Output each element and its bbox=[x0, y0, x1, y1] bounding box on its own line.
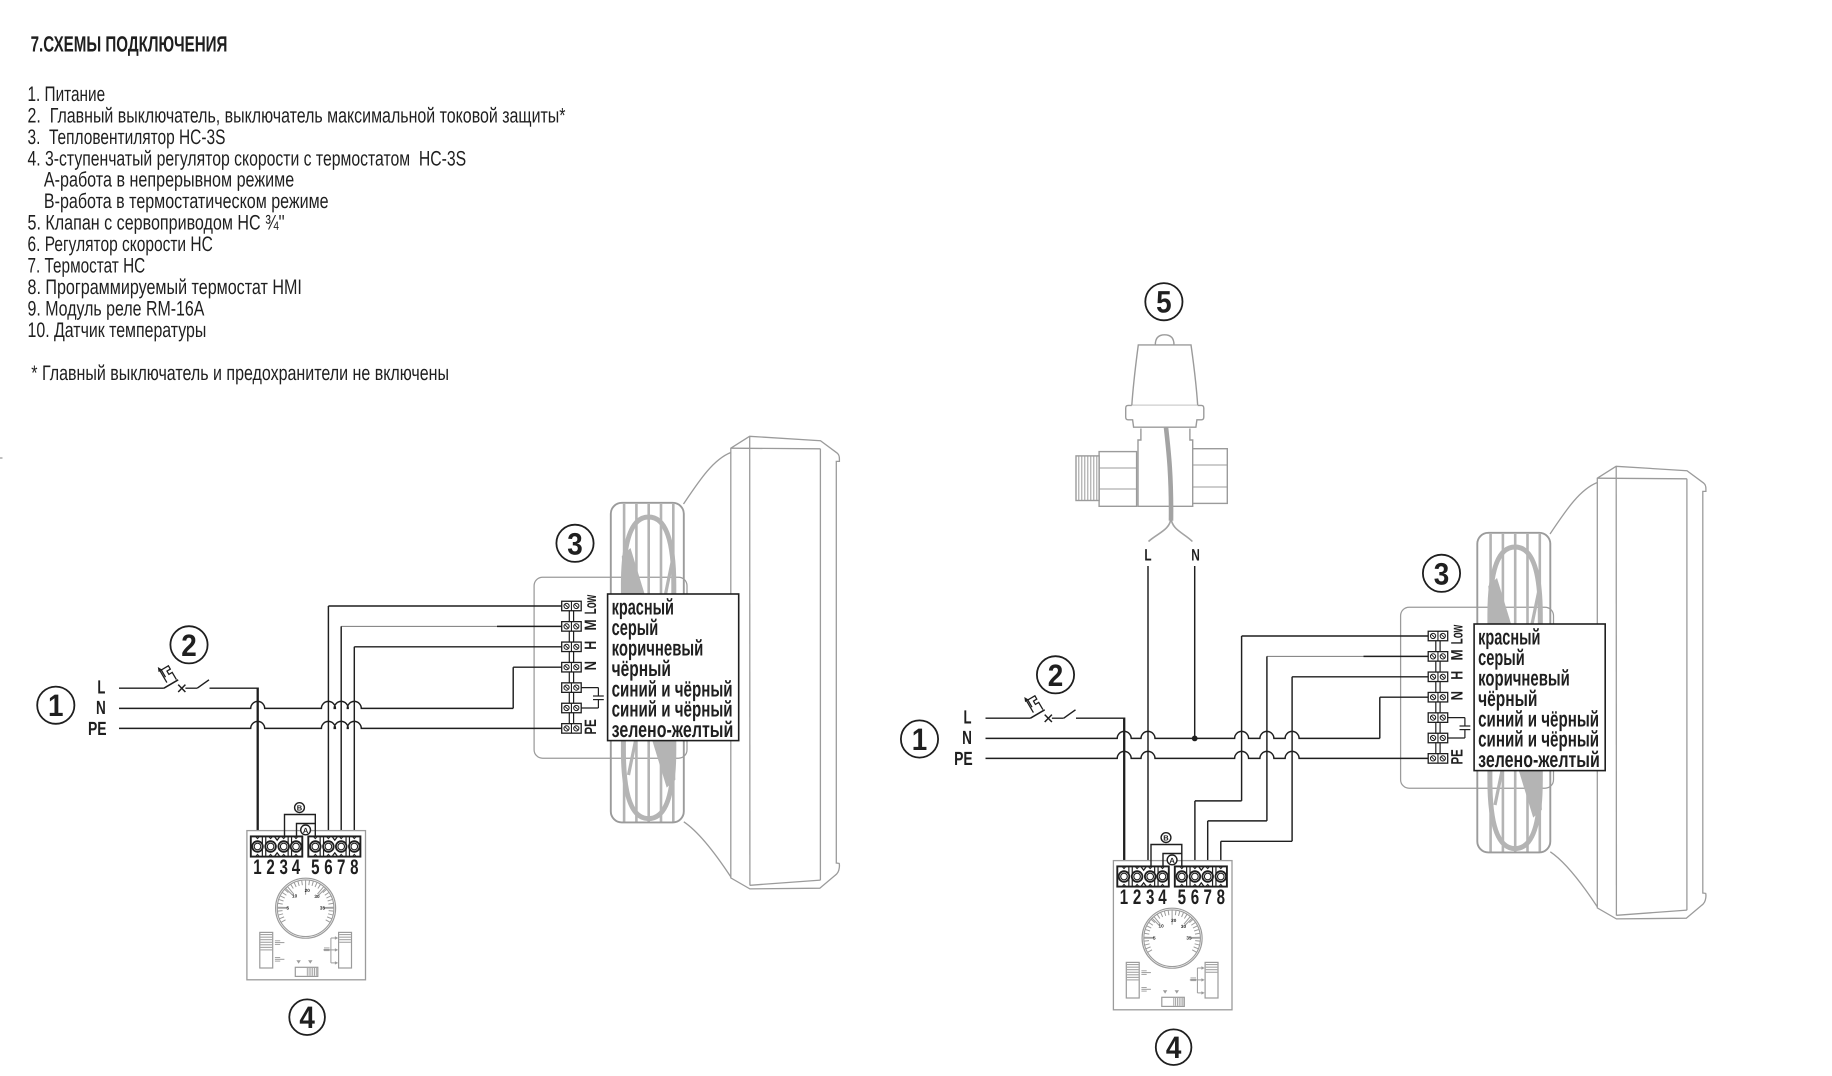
svg-text:7. Термостат НС: 7. Термостат НС bbox=[28, 255, 146, 278]
svg-text:5: 5 bbox=[287, 906, 290, 911]
svg-text:Low: Low bbox=[582, 595, 600, 615]
svg-text:А-работа в непрерывном режиме: А-работа в непрерывном режиме bbox=[44, 169, 294, 192]
svg-text:H: H bbox=[1449, 671, 1467, 680]
svg-text:N: N bbox=[962, 728, 972, 749]
svg-text:A: A bbox=[1169, 856, 1175, 865]
svg-text:PE: PE bbox=[954, 749, 973, 770]
svg-text:10. Датчик температуры: 10. Датчик температуры bbox=[28, 319, 207, 342]
svg-text:4: 4 bbox=[1158, 886, 1167, 909]
svg-text:чёрный: чёрный bbox=[1478, 686, 1537, 711]
svg-text:4: 4 bbox=[1166, 1030, 1182, 1065]
svg-text:35: 35 bbox=[320, 906, 325, 911]
svg-text:серый: серый bbox=[1478, 645, 1525, 670]
svg-text:N: N bbox=[1191, 546, 1200, 564]
svg-text:1. Питание: 1. Питание bbox=[28, 83, 106, 106]
svg-text:PE: PE bbox=[1449, 749, 1467, 764]
svg-text:синий и чёрный: синий и чёрный bbox=[612, 676, 733, 701]
svg-text:B: B bbox=[1163, 834, 1169, 843]
svg-text:2. Главный выключатель, выклю: 2. Главный выключатель, выключатель макс… bbox=[28, 104, 566, 127]
svg-text:30: 30 bbox=[314, 894, 319, 899]
svg-text:N: N bbox=[582, 661, 600, 670]
svg-text:35: 35 bbox=[1186, 936, 1191, 941]
svg-text:6: 6 bbox=[1191, 886, 1199, 909]
svg-text:2: 2 bbox=[266, 856, 274, 879]
svg-text:N: N bbox=[96, 698, 106, 719]
svg-text:7: 7 bbox=[337, 856, 345, 879]
svg-text:2: 2 bbox=[1133, 886, 1141, 909]
svg-text:3. Тепловентилятор НС-3S: 3. Тепловентилятор НС-3S bbox=[28, 126, 226, 149]
svg-text:9. Модуль реле RM-16A: 9. Модуль реле RM-16A bbox=[28, 297, 205, 320]
svg-text:8: 8 bbox=[350, 856, 359, 879]
svg-text:красный: красный bbox=[1478, 625, 1540, 650]
svg-text:M: M bbox=[1449, 649, 1467, 660]
svg-text:серый: серый bbox=[612, 615, 659, 640]
svg-text:20: 20 bbox=[1171, 918, 1176, 923]
svg-text:1: 1 bbox=[912, 722, 928, 757]
svg-text:синий и чёрный: синий и чёрный bbox=[612, 697, 733, 722]
svg-text:чёрный: чёрный bbox=[612, 656, 671, 681]
svg-text:A: A bbox=[303, 826, 309, 835]
svg-text:30: 30 bbox=[1181, 924, 1186, 929]
svg-text:6: 6 bbox=[324, 856, 332, 879]
svg-text:N: N bbox=[1449, 691, 1467, 700]
svg-text:3: 3 bbox=[567, 526, 583, 561]
svg-text:PE: PE bbox=[88, 719, 107, 740]
svg-text:Low: Low bbox=[1449, 625, 1467, 645]
svg-text:6. Регулятор скорости НС: 6. Регулятор скорости НС bbox=[28, 233, 213, 256]
svg-text:3: 3 bbox=[280, 856, 288, 879]
svg-text:* Главный выключатель и предох: * Главный выключатель и предохранители н… bbox=[31, 362, 449, 385]
svg-text:коричневый: коричневый bbox=[1478, 666, 1570, 691]
svg-text:1: 1 bbox=[253, 856, 262, 879]
svg-text:В-работа в термостатическом ре: В-работа в термостатическом режиме bbox=[44, 190, 329, 213]
svg-text:красный: красный bbox=[612, 595, 674, 620]
svg-text:синий и чёрный: синий и чёрный bbox=[1478, 727, 1599, 752]
svg-text:7: 7 bbox=[1204, 886, 1212, 909]
svg-text:4: 4 bbox=[292, 856, 301, 879]
svg-text:8: 8 bbox=[1217, 886, 1226, 909]
svg-text:5: 5 bbox=[1156, 285, 1172, 320]
svg-text:4. 3-ступенчатый регулятор ско: 4. 3-ступенчатый регулятор скорости с те… bbox=[28, 147, 467, 170]
svg-text:5. Клапан с сервоприводом НС ¾: 5. Клапан с сервоприводом НС ¾'' bbox=[28, 212, 285, 235]
svg-text:коричневый: коричневый bbox=[612, 636, 704, 661]
svg-text:8. Программируемый термостат H: 8. Программируемый термостат HMI bbox=[28, 276, 302, 299]
svg-text:5: 5 bbox=[1153, 936, 1156, 941]
svg-text:M: M bbox=[582, 619, 600, 630]
svg-text:зелено-желтый: зелено-желтый bbox=[612, 717, 734, 742]
svg-text:L: L bbox=[964, 708, 972, 729]
svg-text:7.СХЕМЫ ПОДКЛЮЧЕНИЯ: 7.СХЕМЫ ПОДКЛЮЧЕНИЯ bbox=[31, 32, 228, 57]
svg-text:10: 10 bbox=[1159, 924, 1164, 929]
svg-text:2: 2 bbox=[1048, 658, 1064, 693]
svg-text:L: L bbox=[1144, 546, 1151, 564]
svg-text:PE: PE bbox=[582, 719, 600, 734]
svg-text:1: 1 bbox=[1120, 886, 1129, 909]
svg-text:5: 5 bbox=[1178, 886, 1187, 909]
svg-text:3: 3 bbox=[1146, 886, 1154, 909]
svg-text:20: 20 bbox=[305, 888, 310, 893]
svg-text:зелено-желтый: зелено-желтый bbox=[1478, 747, 1600, 772]
svg-text:H: H bbox=[582, 641, 600, 650]
svg-text:4: 4 bbox=[299, 1000, 315, 1035]
svg-text:B: B bbox=[297, 804, 303, 813]
svg-text:2: 2 bbox=[181, 628, 197, 663]
svg-text:3: 3 bbox=[1434, 556, 1450, 591]
svg-text:1: 1 bbox=[48, 688, 64, 723]
svg-text:синий и чёрный: синий и чёрный bbox=[1478, 706, 1599, 731]
svg-text:10: 10 bbox=[292, 894, 297, 899]
svg-text:5: 5 bbox=[311, 856, 320, 879]
svg-text:L: L bbox=[97, 678, 105, 699]
